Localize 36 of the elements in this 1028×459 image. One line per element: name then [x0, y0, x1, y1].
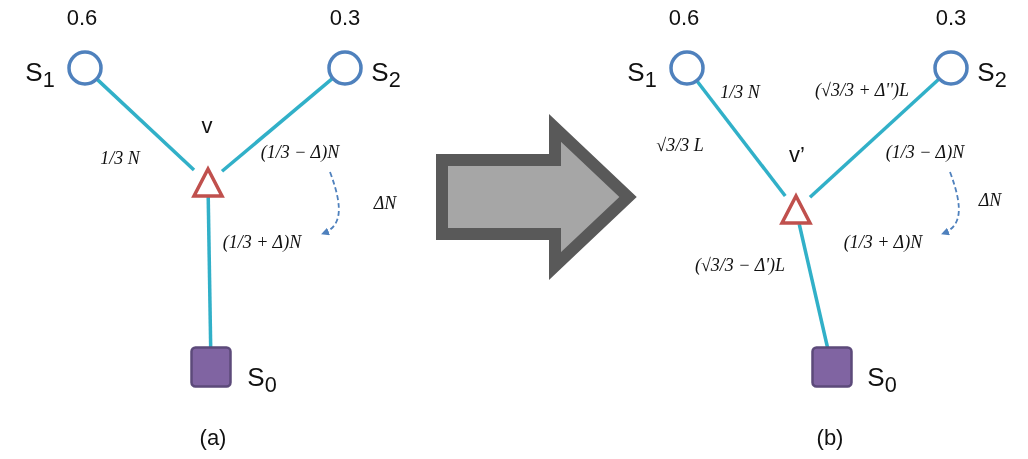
connector-line	[808, 78, 940, 199]
node-name: v’	[789, 142, 805, 168]
node-weight: 0.6	[66, 5, 98, 31]
math-label: 1/3 N	[720, 81, 760, 103]
math-label: 1/3 N	[100, 147, 140, 169]
triangle-node	[780, 194, 812, 226]
triangle-node	[192, 167, 224, 199]
node-name: S$_{2}$	[371, 56, 401, 94]
math-label: √3/3 L	[656, 134, 704, 156]
node-name: S$_{1}$	[25, 56, 55, 94]
math-label: ΔN	[373, 192, 397, 214]
math-label: (1/3 + Δ)N	[843, 231, 923, 253]
circle-node	[933, 50, 969, 86]
circle-node	[669, 50, 705, 86]
node-name: v	[201, 113, 213, 139]
node-name: S$_{1}$	[627, 56, 657, 94]
square-node	[190, 346, 232, 388]
math-label: (√3/3 − Δ')L	[694, 254, 786, 276]
panel-label: (a)	[199, 425, 227, 451]
math-label: (1/3 − Δ)N	[260, 141, 340, 163]
math-label: (1/3 − Δ)N	[885, 141, 965, 163]
connector-line	[96, 78, 196, 172]
node-name: S$_{2}$	[977, 56, 1007, 94]
node-name: S$_{0}$	[247, 361, 277, 399]
node-name: S$_{0}$	[867, 361, 897, 399]
math-label: ΔN	[978, 189, 1002, 211]
connector-line	[220, 77, 334, 173]
node-weight: 0.3	[329, 5, 361, 31]
connector-line	[695, 80, 787, 198]
node-weight: 0.6	[668, 5, 700, 31]
node-weight: 0.3	[935, 5, 967, 31]
math-label: (1/3 + Δ)N	[222, 231, 302, 253]
circle-node	[67, 50, 103, 86]
square-node	[811, 346, 853, 388]
circle-node	[327, 50, 363, 86]
panel-label: (b)	[816, 425, 844, 451]
